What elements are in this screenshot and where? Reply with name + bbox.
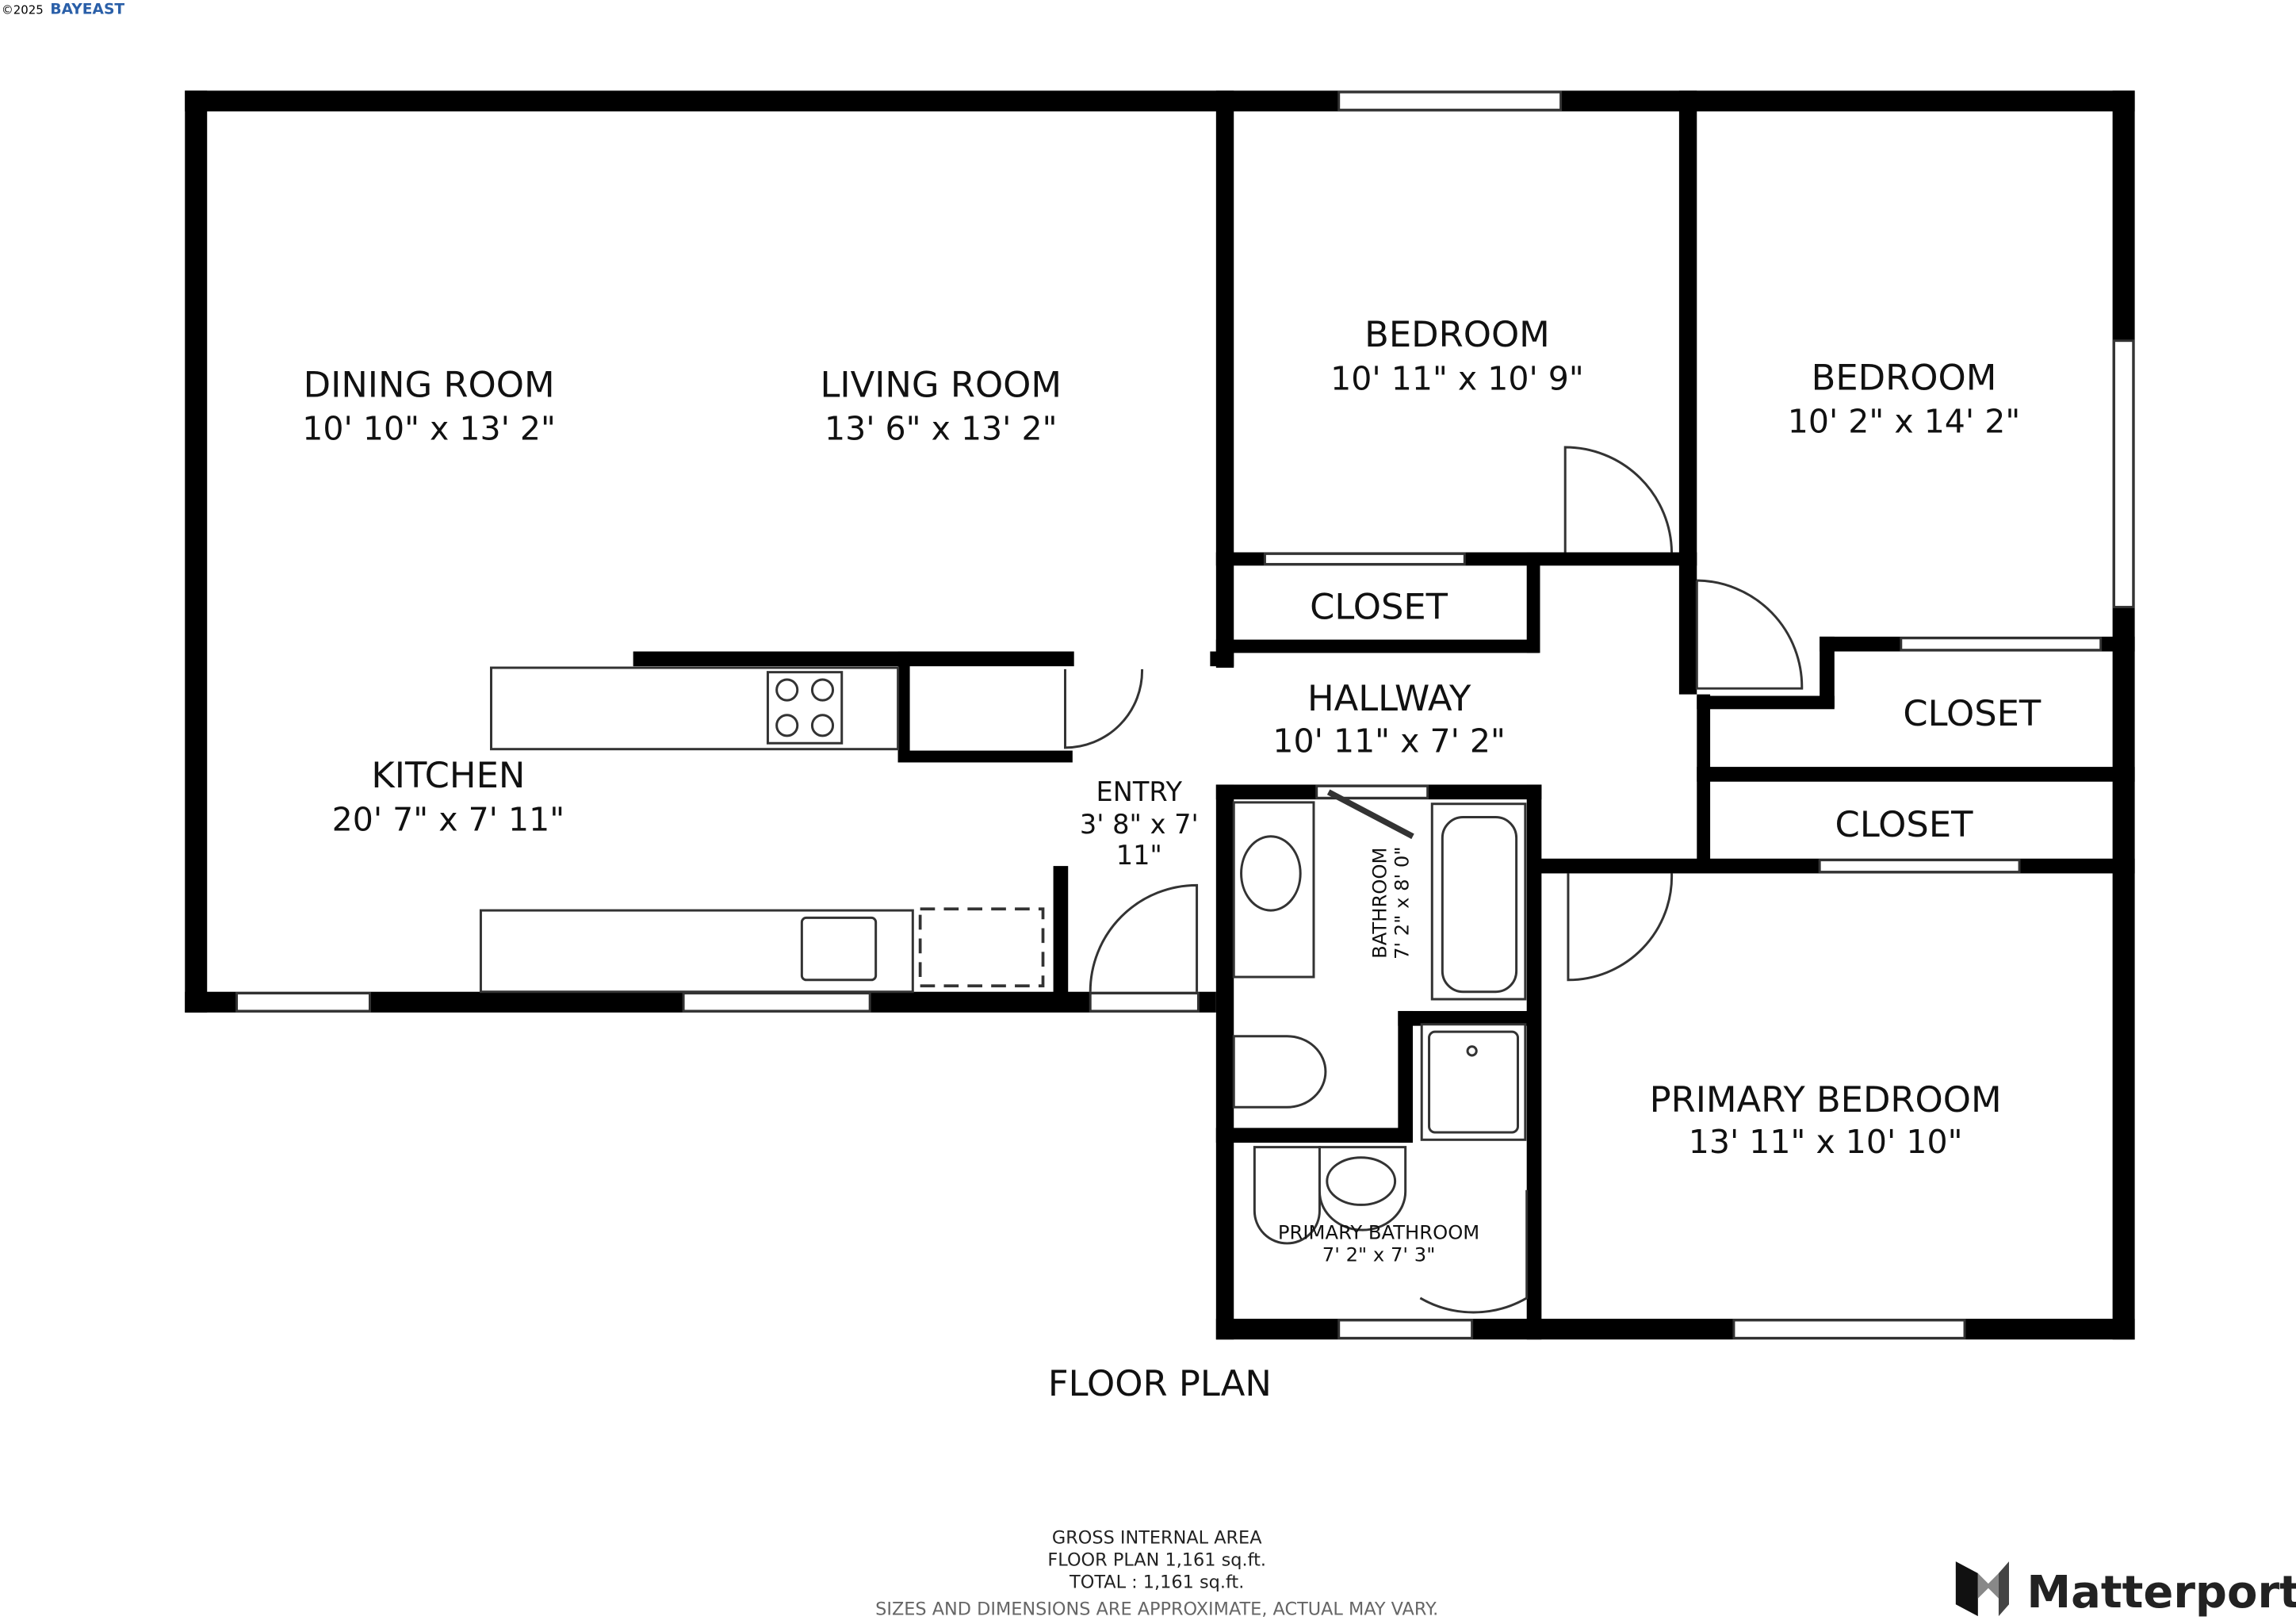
disclaimer: SIZES AND DIMENSIONS ARE APPROXIMATE, AC… — [875, 1599, 1438, 1619]
closet2-label: CLOSET — [1903, 692, 2042, 734]
matterport-logo: Matterport — [1955, 1561, 2296, 1618]
dining-room-label: DINING ROOM — [304, 364, 555, 406]
entry-label: ENTRY — [1096, 776, 1183, 807]
closet3-label: CLOSET — [1835, 803, 1974, 845]
area-summary: GROSS INTERNAL AREA FLOOR PLAN 1,161 sq.… — [875, 1528, 1438, 1620]
windows — [235, 90, 2135, 1339]
living-room-dims: 13' 6" x 13' 2" — [825, 410, 1058, 448]
sink — [800, 916, 878, 982]
room-labels: DINING ROOM 10' 10" x 13' 2" LIVING ROOM… — [302, 313, 2042, 1266]
kitchen-dims: 20' 7" x 7' 11" — [332, 800, 565, 838]
gross-area-heading: GROSS INTERNAL AREA — [1052, 1528, 1262, 1549]
entry-dims-line1: 3' 8" x 7' — [1080, 809, 1199, 840]
plan-title: FLOOR PLAN — [1048, 1362, 1272, 1404]
appliance-space — [918, 907, 1045, 988]
kitchen-label: KITCHEN — [371, 754, 525, 796]
entry-dims-line2: 11" — [1116, 840, 1162, 871]
primary-bedroom-label: PRIMARY BEDROOM — [1650, 1078, 2002, 1120]
primary-bathroom-dims: 7' 2" x 7' 3" — [1322, 1243, 1436, 1266]
bedroom2-dims: 10' 2" x 14' 2" — [1788, 402, 2021, 440]
bedroom1-label: BEDROOM — [1364, 313, 1550, 355]
hallway-label: HALLWAY — [1307, 677, 1471, 719]
matterport-brand: Matterport — [2026, 1567, 2296, 1618]
closet1-label: CLOSET — [1310, 585, 1448, 627]
living-room-label: LIVING ROOM — [820, 364, 1062, 406]
dining-room-dims: 10' 10" x 13' 2" — [302, 410, 556, 448]
doors — [1064, 446, 1804, 1314]
hallway-dims: 10' 11" x 7' 2" — [1272, 722, 1506, 760]
bedroom1-dims: 10' 11" x 10' 9" — [1330, 359, 1584, 397]
copyright-text: ©2025 — [2, 2, 44, 17]
fixtures — [479, 666, 1527, 1245]
bathroom-label: BATHROOM — [1368, 848, 1391, 959]
bayeast-logo: ©2025 BAYEAST — [2, 1, 125, 17]
primary-bathroom-label: PRIMARY BATHROOM — [1278, 1220, 1479, 1243]
primary-bedroom-dims: 13' 11" x 10' 10" — [1689, 1123, 1963, 1161]
bathroom-dims: 7' 2" x 8' 0" — [1390, 846, 1413, 959]
logo-text: BAYEAST — [50, 1, 124, 17]
total-area: TOTAL : 1,161 sq.ft. — [1069, 1572, 1244, 1593]
bedroom2-label: BEDROOM — [1812, 356, 1997, 398]
floor-plan-area: FLOOR PLAN 1,161 sq.ft. — [1047, 1550, 1266, 1571]
